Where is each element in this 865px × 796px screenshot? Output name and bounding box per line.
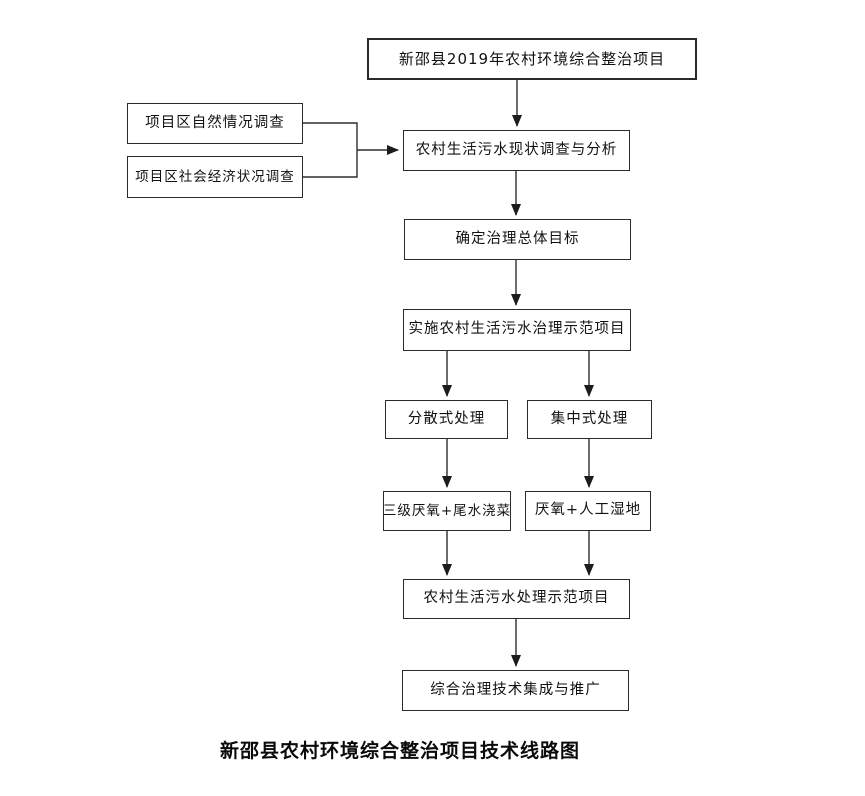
- node-decentralized: 分散式处理: [385, 400, 508, 439]
- node-overall-goal: 确定治理总体目标: [404, 219, 631, 260]
- node-natural-survey: 项目区自然情况调查: [127, 103, 303, 144]
- node-demo-project: 实施农村生活污水治理示范项目: [403, 309, 631, 351]
- node-socioeconomic-survey: 项目区社会经济状况调查: [127, 156, 303, 198]
- node-anaerobic-wetland: 厌氧+人工湿地: [525, 491, 651, 531]
- node-tertiary-anaerobic: 三级厌氧+尾水浇菜: [383, 491, 511, 531]
- diagram-caption: 新邵县农村环境综合整治项目技术线路图: [219, 740, 580, 762]
- node-treatment-demo: 农村生活污水处理示范项目: [403, 579, 630, 619]
- node-centralized: 集中式处理: [527, 400, 652, 439]
- node-status-analysis: 农村生活污水现状调查与分析: [403, 130, 630, 171]
- node-integration-promotion: 综合治理技术集成与推广: [402, 670, 629, 711]
- node-project: 新邵县2019年农村环境综合整治项目: [367, 38, 697, 80]
- connector-surveys-bracket: [303, 122, 358, 178]
